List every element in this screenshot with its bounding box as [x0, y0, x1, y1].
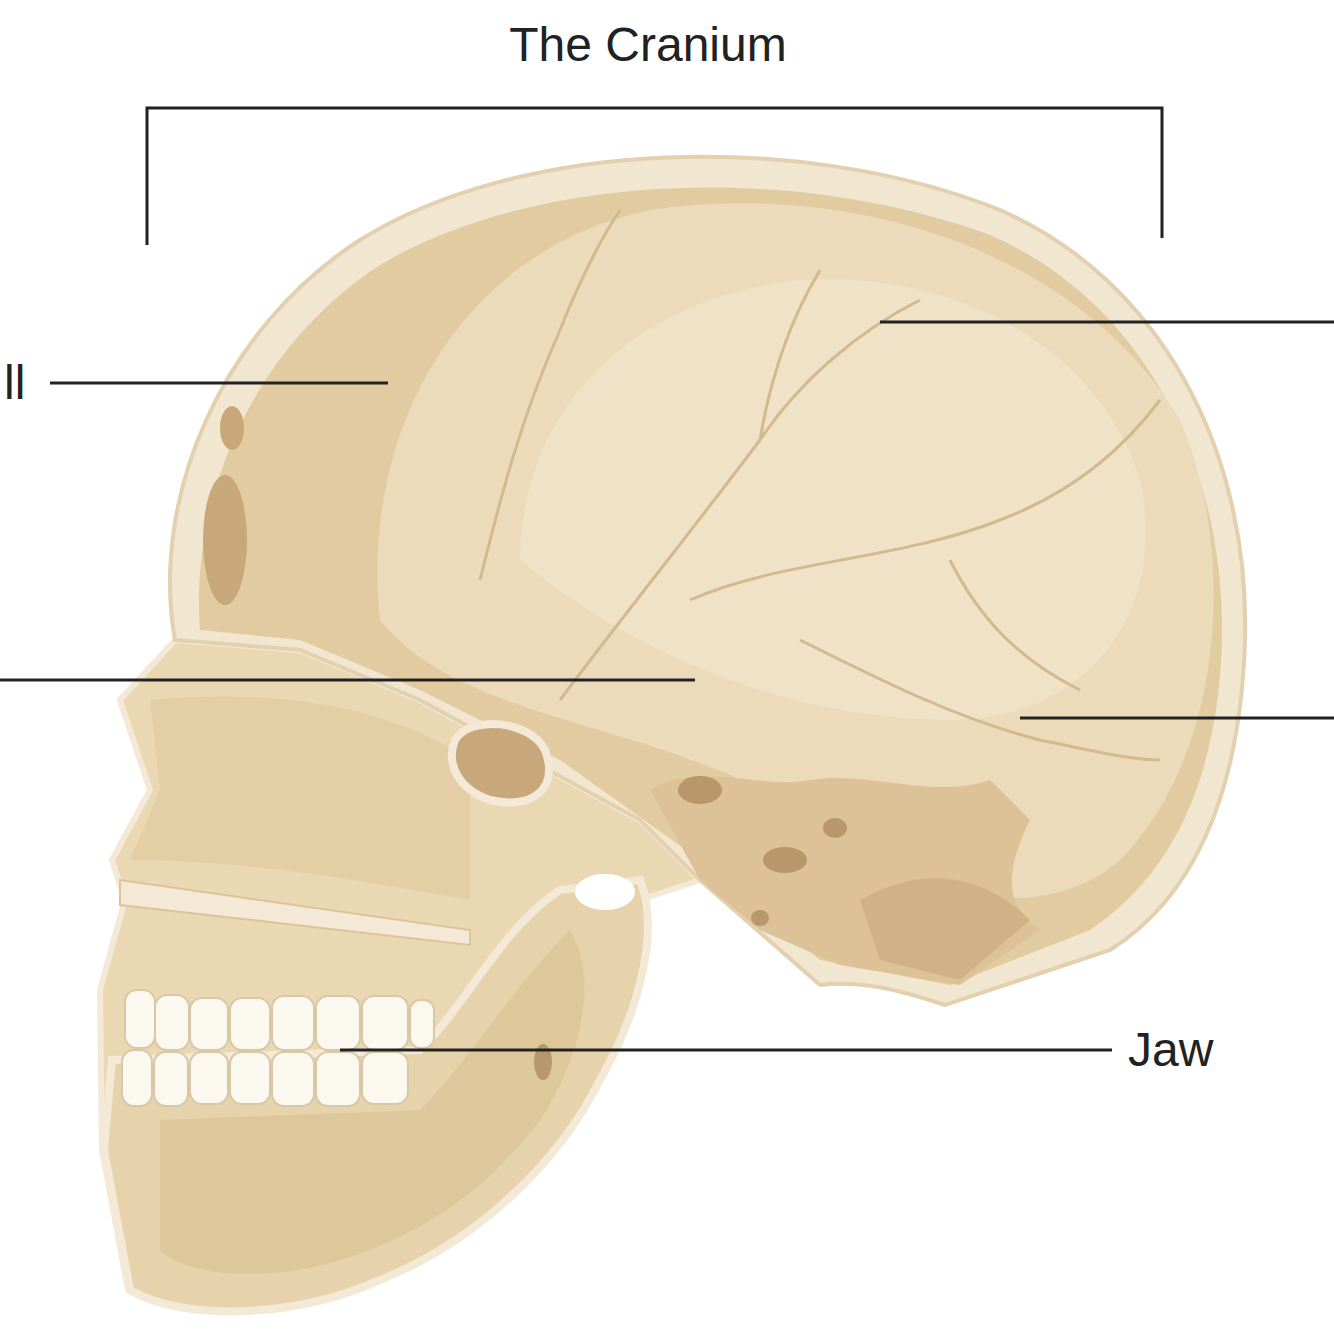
cranium-outer [170, 157, 1245, 1005]
bone-foramen [751, 910, 769, 926]
ear-canal [575, 874, 635, 910]
bone-foramen [763, 847, 807, 873]
cranium-cavity [199, 187, 1222, 985]
cranium-bracket [147, 108, 1162, 245]
mandible-inner [160, 930, 584, 1274]
bone-foramen [678, 776, 722, 804]
frontal-sinus [220, 406, 244, 450]
part-label: Jaw [1128, 1024, 1213, 1077]
bone-foramen [823, 818, 847, 838]
leader-lines [0, 322, 1334, 1050]
brain-highlight [520, 279, 1146, 720]
occipital-shade [860, 878, 1030, 980]
diagram-title: The Cranium [509, 19, 786, 72]
teeth [122, 990, 434, 1106]
sphenoid-sinus [452, 724, 549, 803]
part-label: ll [4, 357, 25, 410]
nasal-area [130, 697, 470, 900]
frontal-sinus [203, 475, 247, 605]
meningeal-vessels [480, 210, 1160, 760]
mandible [104, 880, 648, 1311]
temporal-bone [650, 776, 1040, 985]
